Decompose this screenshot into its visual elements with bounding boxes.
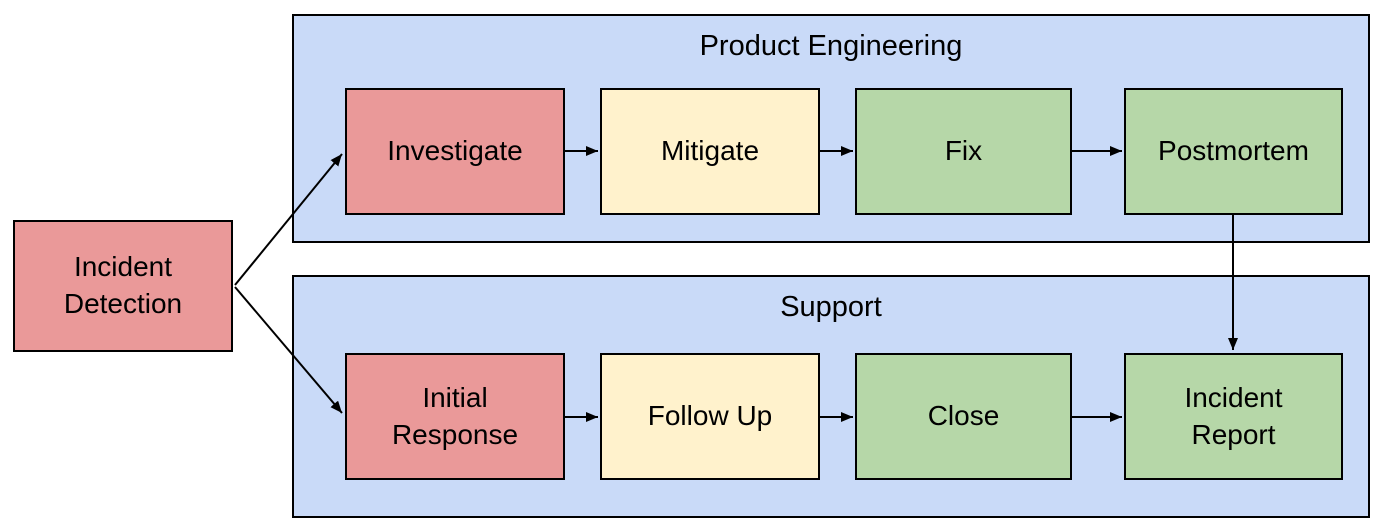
node-investigate: Investigate (345, 88, 565, 215)
node-postmortem: Postmortem (1124, 88, 1343, 215)
node-close: Close (855, 353, 1072, 480)
node-incident-report: Incident Report (1124, 353, 1343, 480)
group-title-support: Support (780, 291, 882, 323)
node-initial-response: Initial Response (345, 353, 565, 480)
node-follow-up: Follow Up (600, 353, 820, 480)
node-fix: Fix (855, 88, 1072, 215)
group-title-product-engineering: Product Engineering (699, 30, 963, 62)
node-mitigate: Mitigate (600, 88, 820, 215)
node-incident-detection: Incident Detection (13, 220, 233, 352)
